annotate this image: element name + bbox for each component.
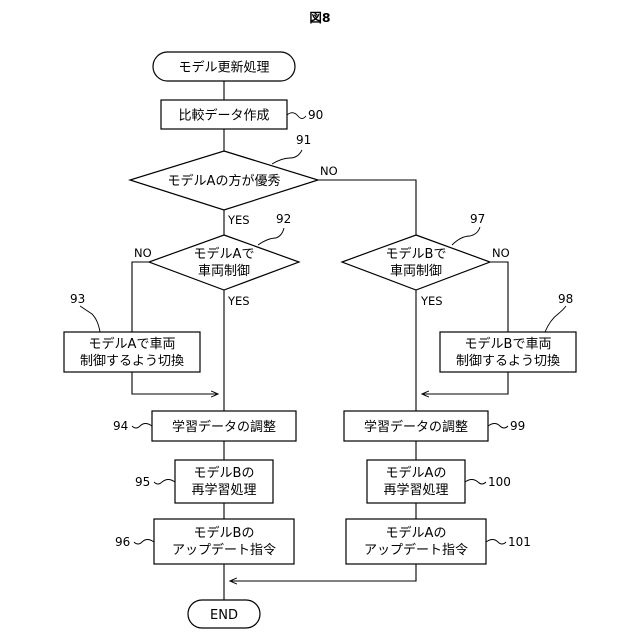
- ref-91: 91: [296, 133, 311, 147]
- svg-text:再学習処理: 再学習処理: [383, 482, 448, 498]
- ref-99: 99: [510, 419, 525, 433]
- decision-control-with-b: モデルBで 車両制御: [342, 235, 490, 290]
- figure-label: 図8: [309, 10, 330, 25]
- svg-text:車両制御: 車両制御: [198, 264, 250, 279]
- svg-text:モデル更新処理: モデル更新処理: [178, 60, 269, 76]
- svg-text:モデルBの: モデルBの: [194, 465, 255, 481]
- no-label-91: NO: [320, 164, 338, 178]
- svg-text:アップデート指令: アップデート指令: [172, 542, 276, 558]
- yes-label-97: YES: [420, 294, 443, 308]
- ref-98: 98: [558, 292, 573, 306]
- end-terminal: END: [188, 600, 260, 628]
- step-switch-to-b: モデルBで車両 制御するよう切換: [440, 332, 576, 372]
- ref-97: 97: [470, 212, 485, 226]
- no-label-97: NO: [492, 246, 510, 260]
- svg-text:モデルBの: モデルBの: [194, 525, 255, 541]
- ref-94: 94: [113, 419, 128, 433]
- yes-label-92: YES: [227, 294, 250, 308]
- svg-text:比較データ作成: 比較データ作成: [178, 108, 269, 124]
- svg-text:車両制御: 車両制御: [390, 264, 442, 279]
- ref-95: 95: [135, 475, 150, 489]
- step-update-a: モデルAの アップデート指令: [346, 519, 486, 564]
- svg-text:再学習処理: 再学習処理: [191, 482, 256, 498]
- step-update-b: モデルBの アップデート指令: [154, 519, 294, 564]
- svg-text:学習データの調整: 学習データの調整: [172, 419, 276, 435]
- step-adjust-data-left: 学習データの調整: [152, 411, 296, 441]
- svg-text:アップデート指令: アップデート指令: [364, 542, 468, 558]
- ref-101: 101: [508, 535, 531, 549]
- ref-93: 93: [70, 292, 85, 306]
- ref-90: 90: [308, 108, 323, 122]
- svg-text:モデルBで車両: モデルBで車両: [465, 336, 552, 352]
- step-compare-data: 比較データ作成: [161, 100, 287, 129]
- svg-text:モデルAの: モデルAの: [386, 525, 447, 541]
- ref-100: 100: [488, 475, 511, 489]
- no-label-92: NO: [134, 246, 152, 260]
- svg-text:END: END: [210, 608, 238, 623]
- yes-label-91: YES: [227, 213, 250, 227]
- start-terminal: モデル更新処理: [153, 52, 295, 81]
- svg-text:モデルAの方が優秀: モデルAの方が優秀: [168, 173, 281, 189]
- decision-control-with-a: モデルAで 車両制御: [149, 235, 299, 290]
- step-retrain-a: モデルAの 再学習処理: [367, 460, 465, 503]
- svg-text:モデルBで: モデルBで: [386, 246, 447, 262]
- step-switch-to-a: モデルAで車両 制御するよう切換: [64, 332, 200, 372]
- svg-text:モデルAで車両: モデルAで車両: [89, 336, 176, 352]
- step-adjust-data-right: 学習データの調整: [344, 411, 488, 441]
- step-retrain-b: モデルBの 再学習処理: [175, 460, 273, 503]
- ref-92: 92: [276, 212, 291, 226]
- decision-model-a-better: モデルAの方が優秀: [130, 151, 318, 210]
- svg-text:モデルAの: モデルAの: [386, 465, 447, 481]
- svg-text:制御するよう切換: 制御するよう切換: [456, 354, 560, 369]
- svg-text:モデルAで: モデルAで: [194, 246, 255, 262]
- svg-text:学習データの調整: 学習データの調整: [364, 419, 468, 435]
- ref-96: 96: [115, 535, 130, 549]
- svg-text:制御するよう切換: 制御するよう切換: [80, 354, 184, 369]
